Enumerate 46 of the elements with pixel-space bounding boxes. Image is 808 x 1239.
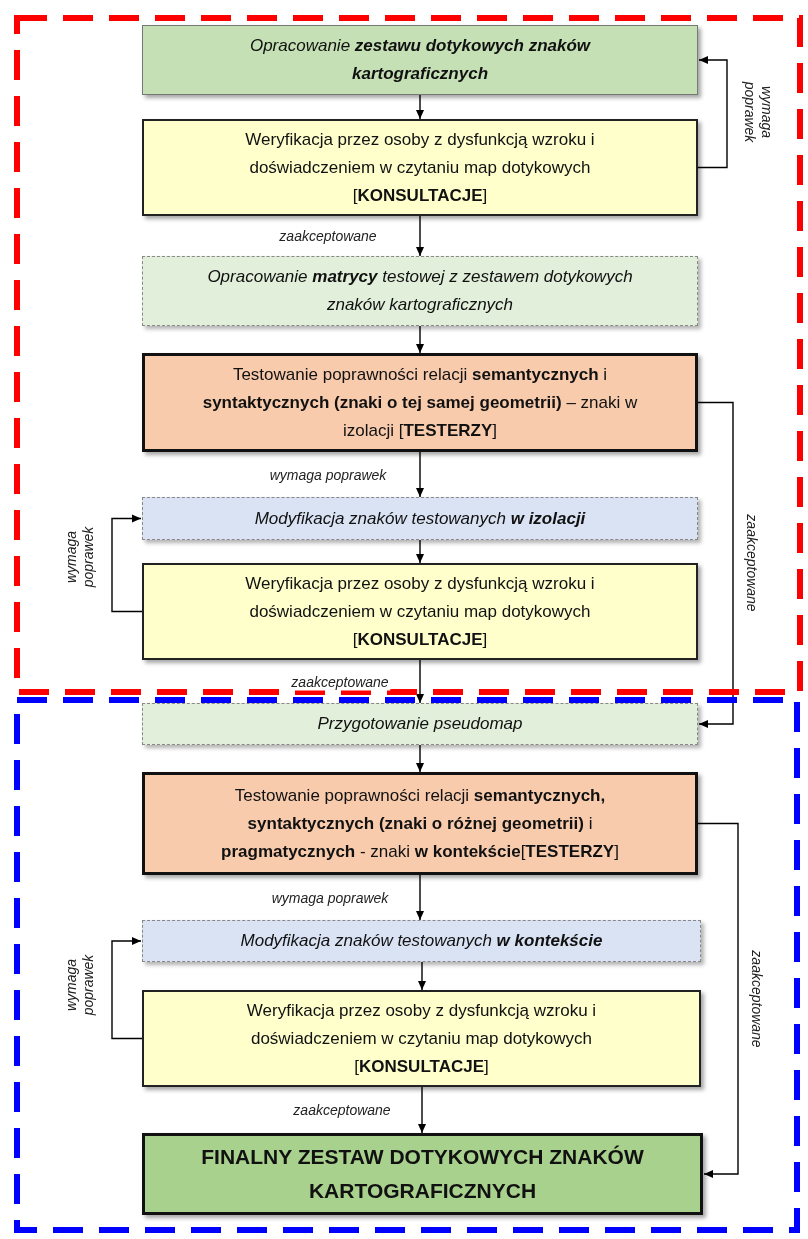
box-text: Opracowanie matrycy testowej z zestawem dotykowych znaków kartograficznych — [206, 266, 634, 316]
edge-label: zaakceptowane — [747, 948, 765, 1050]
edge-label: zaakceptowane — [289, 673, 391, 690]
arrow — [697, 822, 739, 1178]
box-text: Weryfikacja przez osoby z dysfunkcją wzroku i doświadczeniem w czytaniu map dotykowych [KONSULTACJE] — [244, 572, 596, 651]
arrow — [416, 451, 424, 498]
process-box — [142, 563, 698, 660]
box-text: Testowanie poprawności relacji semantycznych, syntaktycznych (znaki o różnej geometrii) i pragmatycznych - znaki w kontekście[TESTERZY] — [220, 784, 620, 863]
process-box — [142, 772, 698, 875]
arrow — [697, 56, 728, 169]
box-text: Weryfikacja przez osoby z dysfunkcją wzroku i doświadczeniem w czytaniu map dotykowych [KONSULTACJE] — [245, 999, 598, 1078]
process-box — [142, 920, 701, 962]
dashed-region-frame — [14, 15, 803, 695]
arrow — [416, 874, 424, 921]
arrow — [416, 744, 424, 773]
edge-label: wymaga poprawek — [267, 466, 389, 483]
edge-label: zaakceptowane — [291, 1101, 393, 1119]
process-box — [142, 703, 698, 745]
process-box — [142, 990, 701, 1087]
process-box — [142, 119, 698, 216]
box-text: Przygotowanie pseudomap — [317, 713, 523, 735]
process-box — [142, 25, 698, 95]
dashed-region-frame — [14, 697, 800, 1233]
edge-label: wymaga poprawek — [269, 889, 391, 906]
arrow — [418, 1086, 426, 1134]
arrow — [111, 937, 143, 1040]
box-text: Opracowanie zestawu dotykowych znaków kartograficznych — [248, 35, 592, 85]
arrow — [111, 514, 143, 613]
result-box — [142, 1133, 703, 1215]
arrow — [697, 401, 734, 728]
box-text: Modyfikacja znaków testowanych w izolacji — [254, 507, 586, 530]
arrow — [416, 215, 424, 257]
box-text: Testowanie poprawności relacji semantycznych i syntaktycznych (znaki o tej samej geometrii) – znaki w izolacji [TESTERZY] — [201, 363, 639, 442]
edge-label: zaakceptowane — [742, 512, 760, 614]
arrow — [416, 659, 424, 704]
arrow — [416, 539, 424, 564]
box-text: Modyfikacja znaków testowanych w kontekście — [240, 930, 603, 952]
box-text: FINALNY ZESTAW DOTYKOWYCH ZNAKÓW KARTOGRAFICZNYCH — [200, 1144, 645, 1204]
process-box — [142, 353, 698, 452]
arrow — [416, 325, 424, 354]
process-box — [142, 497, 698, 540]
process-box — [142, 256, 698, 326]
arrow — [418, 961, 426, 991]
box-text: Weryfikacja przez osoby z dysfunkcją wzroku i doświadczeniem w czytaniu map dotykowych [KONSULTACJE] — [244, 128, 596, 207]
edge-label: zaakceptowane — [277, 227, 379, 245]
arrow — [416, 94, 424, 120]
